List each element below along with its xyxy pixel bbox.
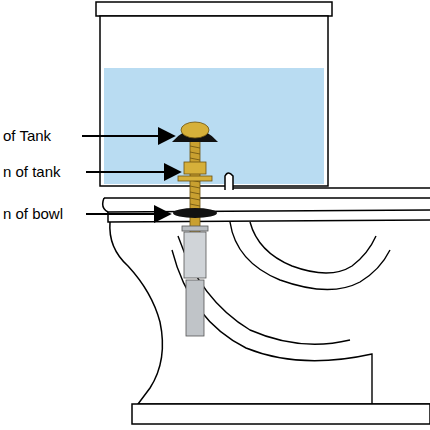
leader-arrow <box>86 171 180 173</box>
brass-nut <box>184 162 206 174</box>
tank-lid <box>96 2 332 16</box>
hex-extension <box>186 280 204 336</box>
bowl-gasket <box>173 208 217 218</box>
part-label: of Tank <box>3 127 51 145</box>
brass-washer <box>178 176 212 181</box>
part-label: n of tank <box>3 163 61 181</box>
hex-coupling <box>184 232 206 278</box>
leader-arrow <box>82 135 174 137</box>
seat-lid <box>233 187 430 189</box>
tank-water <box>104 68 324 184</box>
tank-body <box>100 16 328 186</box>
bowl-trap <box>230 222 390 290</box>
bowl-base <box>132 404 430 424</box>
steel-washer <box>182 226 208 231</box>
leader-arrow <box>86 213 170 215</box>
bolt-shaft <box>190 138 200 238</box>
bowl-rim <box>103 198 430 212</box>
bowl-body <box>110 222 430 404</box>
part-label: n of bowl <box>3 205 63 223</box>
seat-hinge <box>225 173 233 190</box>
bolt-head <box>181 122 209 138</box>
